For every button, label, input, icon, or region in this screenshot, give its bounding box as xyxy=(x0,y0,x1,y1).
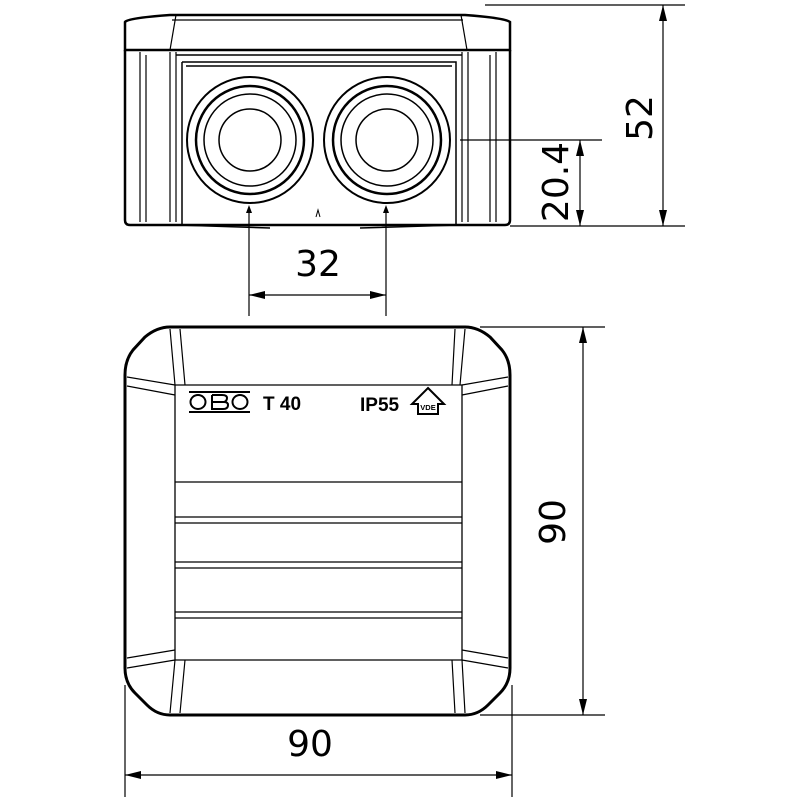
lid-detail-lines xyxy=(169,14,468,51)
dimension-label-width: 90 xyxy=(287,724,333,765)
center-mark xyxy=(315,208,321,218)
box-outline xyxy=(123,325,512,717)
inner-frame xyxy=(176,54,462,224)
model-label: T 40 xyxy=(263,394,301,415)
body-ribs xyxy=(139,52,497,222)
dimension-52: 52 xyxy=(485,4,685,227)
cable-entry-right xyxy=(323,76,451,204)
dimension-32: 32 xyxy=(246,205,389,316)
dimension-label-entry-height: 20.4 xyxy=(536,142,577,222)
base-edge xyxy=(177,224,459,229)
panel-grooves xyxy=(175,481,462,619)
dimension-label-depth: 90 xyxy=(533,499,574,545)
corner-chamfers xyxy=(126,328,509,714)
dimension-label-height: 52 xyxy=(620,95,661,141)
ip-rating-label: IP55 xyxy=(360,395,400,416)
dimension-20-4: 20.4 xyxy=(460,139,602,226)
dimension-label-entry-spacing: 32 xyxy=(295,244,341,285)
front-view xyxy=(123,13,512,229)
dimension-90-depth: 90 xyxy=(480,326,605,716)
lid-outline xyxy=(123,13,512,52)
vde-mark-icon: VDE xyxy=(409,386,447,415)
top-view: T 40 IP55 VDE xyxy=(123,325,512,717)
obo-logo xyxy=(189,391,250,413)
body-outline xyxy=(123,50,512,227)
certification-mark-label: VDE xyxy=(420,403,435,412)
dimension-90-width: 90 xyxy=(124,685,513,797)
cable-entry-left xyxy=(186,76,314,204)
